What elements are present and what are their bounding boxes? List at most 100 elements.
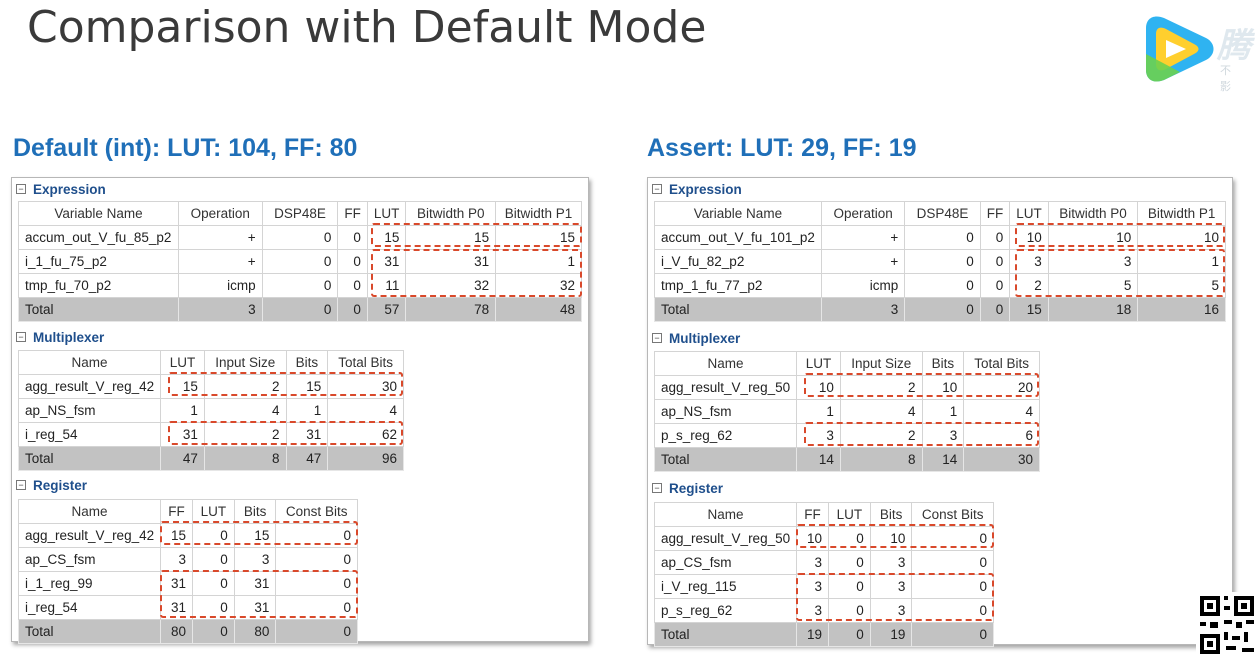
input-size-cell: 4	[839, 399, 923, 424]
table-row[interactable]: agg_result_V_reg_42 15 2 15 30	[17, 374, 404, 399]
column-header[interactable]: Variable Name	[18, 201, 179, 226]
table-row[interactable]: agg_result_V_reg_42 15 0 15 0	[17, 523, 358, 548]
column-header[interactable]: Total Bits	[327, 350, 404, 375]
column-header[interactable]: Bitwidth P0	[405, 201, 497, 226]
table-row[interactable]: tmp_1_fu_77_p2 icmp 0 0 2 5 5	[654, 273, 1226, 298]
dsp48e-cell: 0	[261, 273, 339, 298]
variable-name-cell: tmp_1_fu_77_p2	[654, 273, 822, 298]
name-cell: ap_NS_fsm	[17, 398, 162, 423]
table-row[interactable]: i_1_reg_99 31 0 31 0	[17, 571, 358, 596]
column-header[interactable]: Total Bits	[963, 351, 1040, 376]
register-section-header[interactable]: − Register	[652, 479, 723, 497]
minus-box-icon[interactable]: −	[652, 483, 662, 493]
operation-cell: +	[177, 249, 263, 274]
column-header[interactable]: FF	[979, 201, 1011, 226]
lut-cell: 0	[191, 523, 235, 548]
table-row[interactable]: accum_out_V_fu_101_p2 + 0 0 10 10 10	[654, 225, 1226, 250]
column-header[interactable]: Input Size	[203, 350, 287, 375]
column-header[interactable]: LUT	[160, 350, 205, 375]
column-header[interactable]: Bitwidth P1	[495, 201, 582, 226]
column-header[interactable]: Const Bits	[275, 499, 358, 524]
table-row[interactable]: p_s_reg_62 3 0 3 0	[653, 598, 994, 623]
column-header[interactable]: Bits	[233, 499, 277, 524]
table-row[interactable]: accum_out_V_fu_85_p2 + 0 0 15 15 15	[18, 225, 582, 250]
column-header[interactable]: Name	[653, 351, 798, 376]
table-row[interactable]: ap_CS_fsm 3 0 3 0	[17, 547, 358, 572]
bits-cell: 3	[869, 598, 913, 623]
name-cell: ap_NS_fsm	[653, 399, 798, 424]
ff-cell: 0	[337, 225, 368, 250]
total-row: Total 3 0 0 15 18 16	[654, 297, 1226, 322]
column-header[interactable]: Name	[17, 350, 162, 375]
column-header[interactable]: Operation	[177, 201, 263, 226]
expression-section-header[interactable]: − Expression	[16, 180, 106, 198]
ff-cell: 15	[160, 523, 193, 548]
column-header[interactable]: Bits	[869, 502, 913, 527]
column-header[interactable]: Bitwidth P1	[1137, 201, 1226, 226]
total-cell: 0	[979, 297, 1011, 322]
multiplexer-section-header[interactable]: − Multiplexer	[652, 329, 740, 347]
column-header[interactable]: Variable Name	[654, 201, 822, 226]
name-cell: agg_result_V_reg_50	[653, 526, 798, 551]
table-row[interactable]: p_s_reg_62 3 2 3 6	[653, 423, 1040, 448]
total-row: Total 80 0 80 0	[17, 619, 358, 644]
total-row: Total 3 0 0 57 78 48	[18, 297, 582, 322]
total-cell: 3	[177, 297, 263, 322]
column-header[interactable]: LUT	[796, 351, 841, 376]
table-row[interactable]: tmp_fu_70_p2 icmp 0 0 11 32 32	[18, 273, 582, 298]
minus-box-icon[interactable]: −	[16, 184, 26, 194]
minus-box-icon[interactable]: −	[16, 332, 26, 342]
total-cell: 8	[203, 446, 287, 471]
section-label: Expression	[669, 181, 742, 197]
column-header[interactable]: Operation	[820, 201, 906, 226]
table-row[interactable]: i_reg_54 31 0 31 0	[17, 595, 358, 620]
column-header[interactable]: LUT	[1009, 201, 1049, 226]
expression-table: Variable Name Operation DSP48E FF LUT Bi…	[18, 201, 582, 322]
column-header[interactable]: DSP48E	[904, 201, 981, 226]
column-header[interactable]: FF	[796, 502, 829, 527]
table-row[interactable]: ap_CS_fsm 3 0 3 0	[653, 550, 994, 575]
table-row[interactable]: i_reg_54 31 2 31 62	[17, 422, 404, 447]
table-row[interactable]: ap_NS_fsm 1 4 1 4	[653, 399, 1040, 424]
bitwidth-p1-cell: 1	[1137, 249, 1226, 274]
column-header[interactable]: Name	[653, 502, 798, 527]
column-header[interactable]: Name	[17, 499, 162, 524]
column-header[interactable]: DSP48E	[261, 201, 339, 226]
play-logo-icon	[1146, 16, 1214, 82]
column-header[interactable]: FF	[337, 201, 368, 226]
operation-cell: icmp	[177, 273, 263, 298]
lut-cell: 15	[160, 374, 205, 399]
bits-cell: 31	[285, 422, 329, 447]
lut-cell: 3	[796, 423, 841, 448]
bits-cell: 3	[869, 574, 913, 599]
multiplexer-section-header[interactable]: − Multiplexer	[16, 328, 104, 346]
table-row[interactable]: i_V_reg_115 3 0 3 0	[653, 574, 994, 599]
table-row[interactable]: i_V_fu_82_p2 + 0 0 3 3 1	[654, 249, 1226, 274]
bitwidth-p0-cell: 32	[405, 273, 497, 298]
minus-box-icon[interactable]: −	[652, 333, 662, 343]
column-header[interactable]: LUT	[366, 201, 407, 226]
name-cell: p_s_reg_62	[653, 598, 798, 623]
table-row[interactable]: agg_result_V_reg_50 10 2 10 20	[653, 375, 1040, 400]
column-header[interactable]: FF	[160, 499, 193, 524]
expression-section-header[interactable]: − Expression	[652, 180, 742, 198]
lut-cell: 1	[796, 399, 841, 424]
column-header[interactable]: Bits	[921, 351, 965, 376]
register-section-header[interactable]: − Register	[16, 476, 87, 494]
table-row[interactable]: agg_result_V_reg_50 10 0 10 0	[653, 526, 994, 551]
table-row[interactable]: ap_NS_fsm 1 4 1 4	[17, 398, 404, 423]
lut-cell: 0	[827, 526, 871, 551]
name-cell: i_reg_54	[17, 595, 162, 620]
column-header[interactable]: Const Bits	[911, 502, 994, 527]
total-row: Total 14 8 14 30	[653, 447, 1040, 472]
column-header[interactable]: Bitwidth P0	[1047, 201, 1139, 226]
column-header[interactable]: Bits	[285, 350, 329, 375]
lut-cell: 1	[160, 398, 205, 423]
minus-box-icon[interactable]: −	[16, 480, 26, 490]
column-header[interactable]: LUT	[827, 502, 871, 527]
column-header[interactable]: Input Size	[839, 351, 923, 376]
name-cell: ap_CS_fsm	[17, 547, 162, 572]
table-row[interactable]: i_1_fu_75_p2 + 0 0 31 31 1	[18, 249, 582, 274]
minus-box-icon[interactable]: −	[652, 184, 662, 194]
column-header[interactable]: LUT	[191, 499, 235, 524]
